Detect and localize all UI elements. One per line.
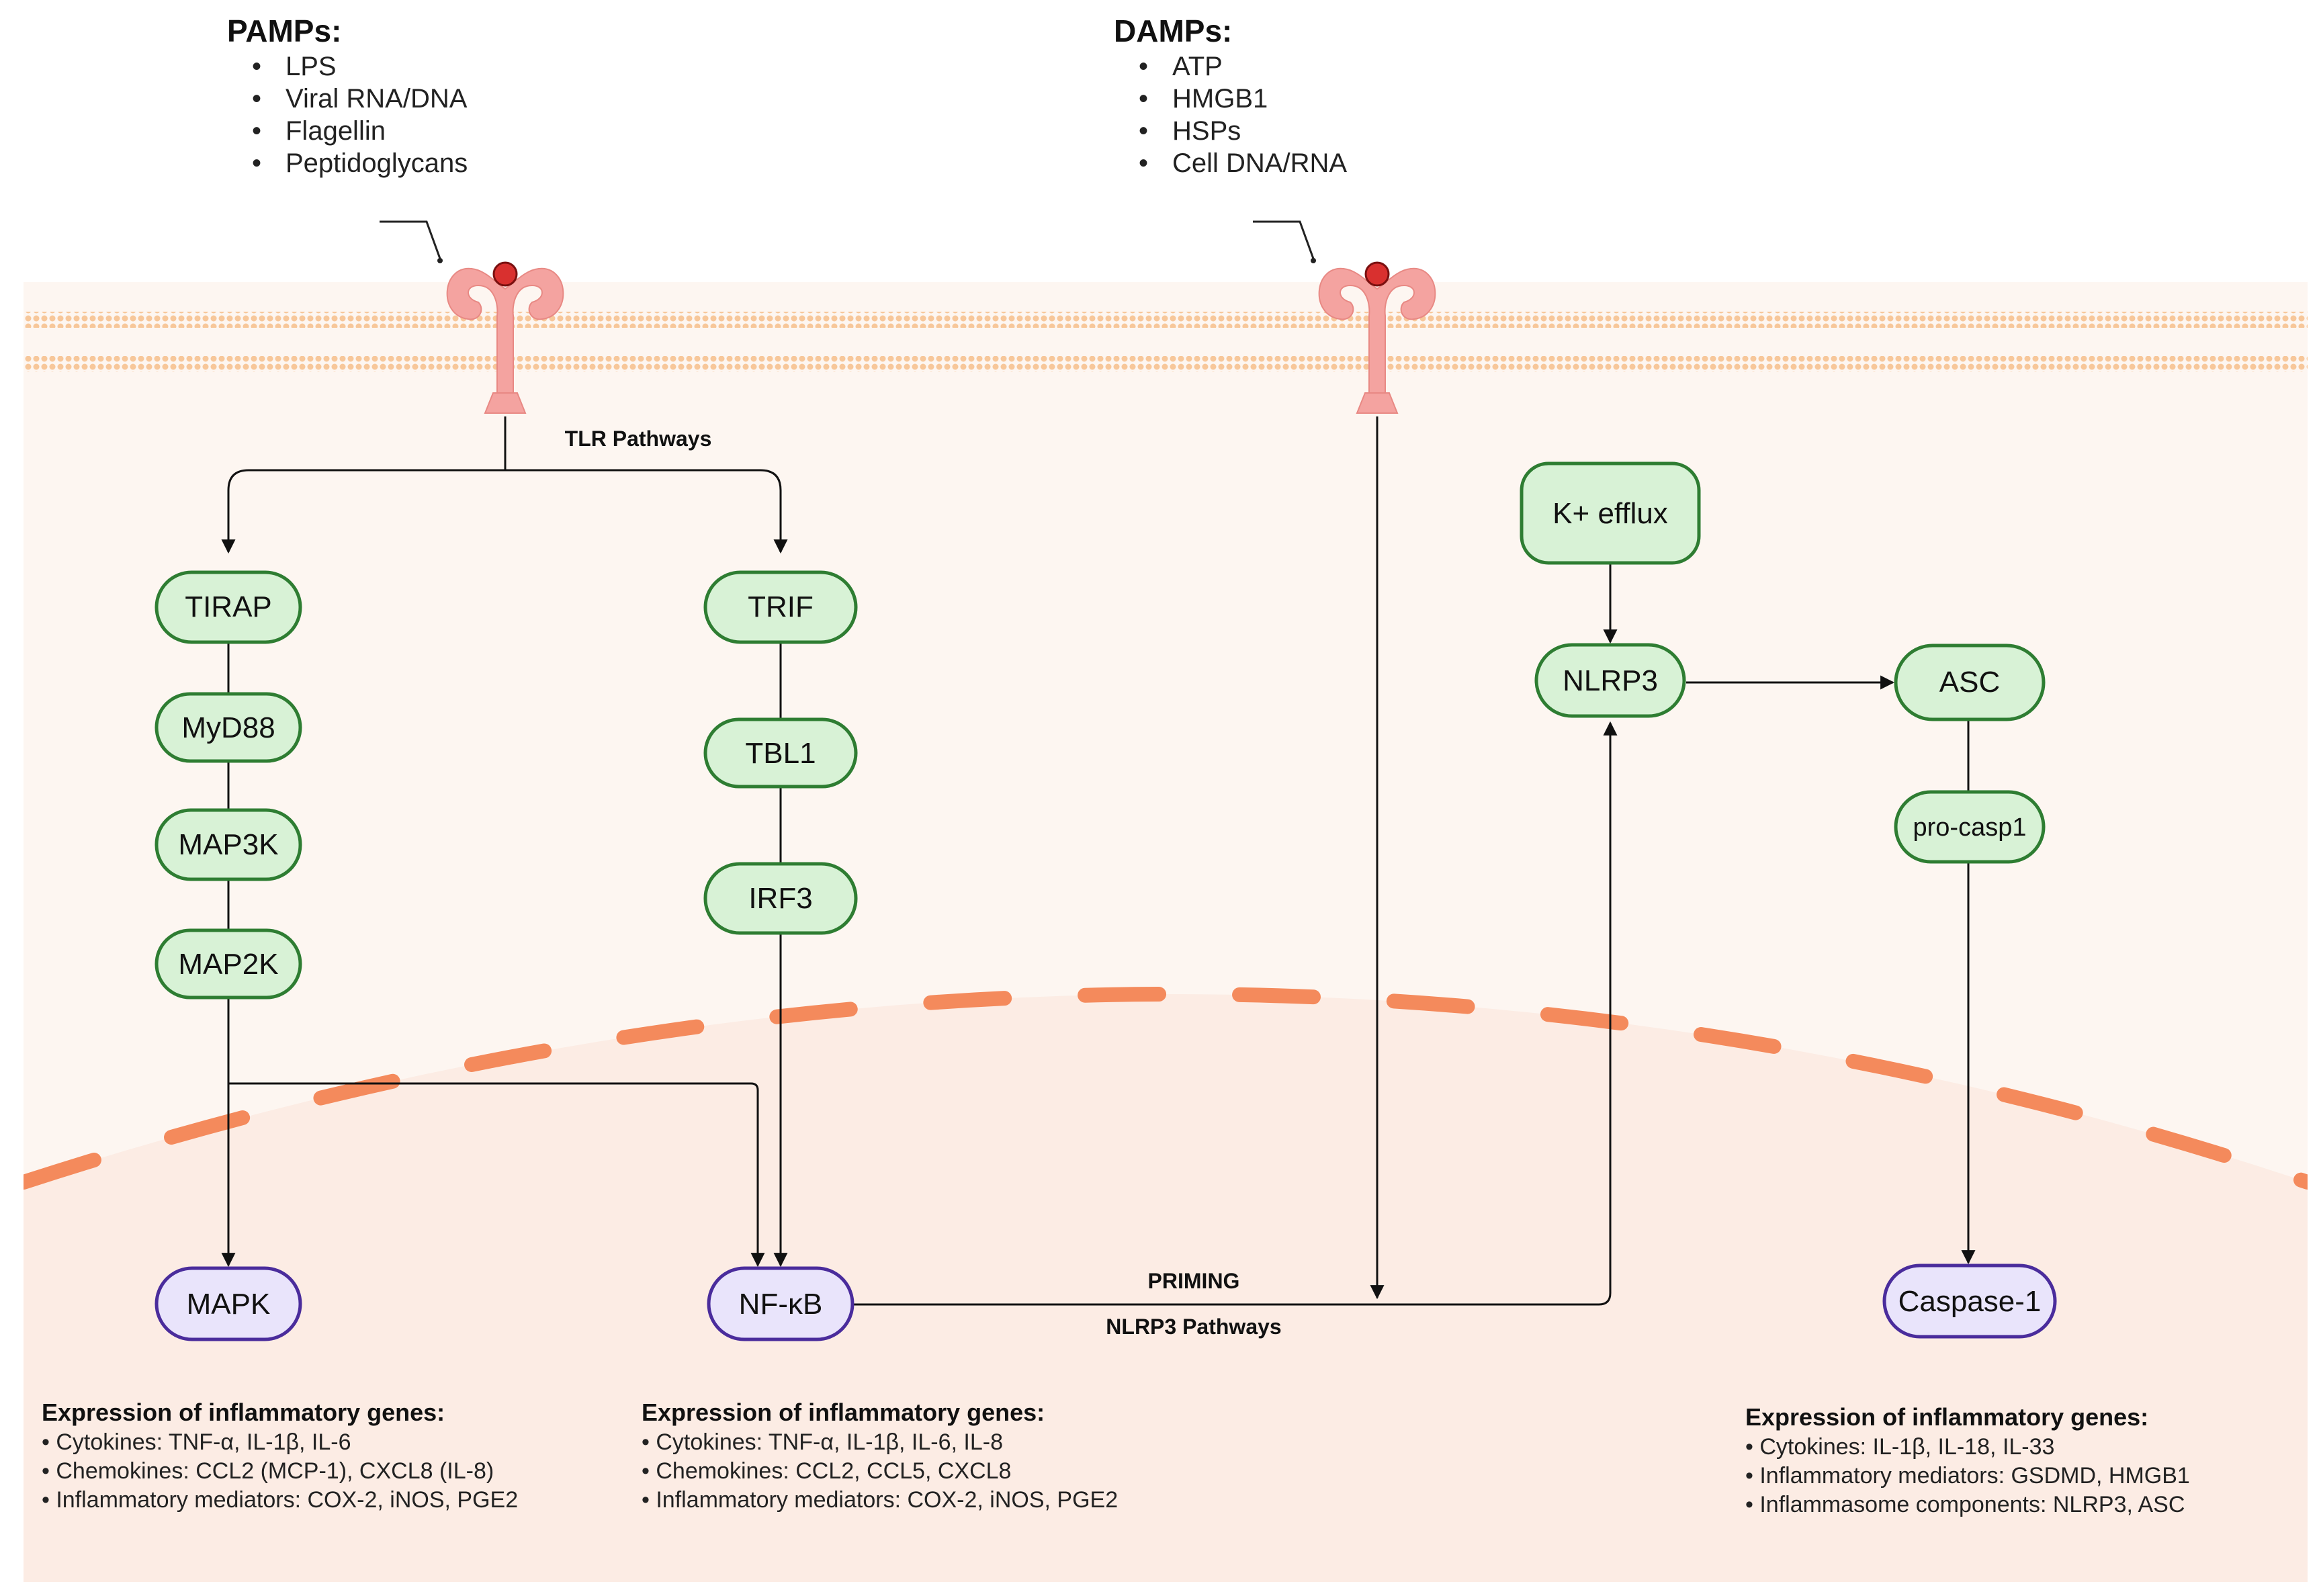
pamps-item: Flagellin	[286, 116, 386, 146]
node-tbl1: TBL1	[703, 717, 858, 789]
tlr-pathways-label: TLR Pathways	[565, 427, 712, 451]
svg-text:MyD88: MyD88	[181, 711, 275, 744]
svg-text:NLRP3: NLRP3	[1563, 664, 1658, 697]
pamps-pointer	[380, 220, 441, 259]
connectors	[221, 416, 1976, 1306]
svg-text:ASC: ASC	[1939, 666, 2000, 699]
node-nfkb: NF-κB	[707, 1266, 855, 1341]
svg-text:IRF3: IRF3	[748, 882, 812, 915]
plasma-membrane	[24, 312, 2308, 372]
expression-item: • Cytokines: TNF-α, IL-1β, IL-6	[42, 1429, 351, 1455]
svg-text:•: •	[1139, 148, 1148, 178]
node-tirap: TIRAP	[155, 570, 302, 644]
damps-block: DAMPs: • ATP • HMGB1 • HSPs • Cell DNA/R…	[1114, 13, 1347, 178]
svg-text:TBL1: TBL1	[745, 737, 816, 770]
damps-item: ATP	[1172, 52, 1223, 81]
expression-title: Expression of inflammatory genes:	[642, 1399, 1045, 1426]
svg-text:MAP2K: MAP2K	[178, 948, 278, 981]
damp-receptor-icon	[1318, 261, 1436, 414]
node-myd88: MyD88	[155, 692, 302, 763]
svg-text:MAP3K: MAP3K	[178, 828, 278, 861]
node-caspase1: Caspase-1	[1882, 1264, 2057, 1339]
expression-item: • Inflammatory mediators: COX-2, iNOS, P…	[642, 1487, 1118, 1513]
svg-text:TRIF: TRIF	[748, 590, 814, 623]
node-irf3: IRF3	[703, 862, 858, 935]
pamps-item: LPS	[286, 52, 337, 81]
node-trif: TRIF	[703, 570, 858, 644]
expression-title: Expression of inflammatory genes:	[42, 1399, 445, 1426]
node-asc: ASC	[1894, 644, 2046, 721]
map2k-to-nfkb-arrow	[228, 1082, 765, 1268]
node-map3k: MAP3K	[155, 808, 302, 881]
nlrp3-pathways-label: NLRP3 Pathways	[1106, 1315, 1281, 1339]
pamps-block: PAMPs: • LPS • Viral RNA/DNA • Flagellin…	[227, 13, 468, 178]
tlr-receptor-icon	[446, 261, 564, 414]
svg-text:MAPK: MAPK	[187, 1288, 271, 1321]
pamps-item: Peptidoglycans	[286, 148, 468, 178]
expression-item: • Inflammasome components: NLRP3, ASC	[1745, 1492, 2185, 1517]
node-k-efflux: K+ efflux	[1520, 461, 1701, 565]
svg-text:TIRAP: TIRAP	[185, 590, 272, 623]
damps-item: HMGB1	[1172, 84, 1268, 114]
node-pro-casp1: pro-casp1	[1894, 790, 2046, 864]
svg-text:•: •	[1139, 52, 1148, 81]
pamps-item: Viral RNA/DNA	[286, 84, 468, 114]
svg-text:•: •	[252, 116, 261, 146]
node-map2k: MAP2K	[155, 928, 302, 1000]
expression-item: • Chemokines: CCL2, CCL5, CXCL8	[642, 1458, 1011, 1484]
pamps-title: PAMPs:	[227, 13, 341, 48]
expression-right: Expression of inflammatory genes: • Cyto…	[1745, 1403, 2190, 1517]
svg-text:•: •	[252, 148, 261, 178]
priming-arrow	[850, 721, 1618, 1306]
nucleus	[24, 994, 2308, 1582]
damps-item: HSPs	[1172, 116, 1241, 146]
svg-text:Caspase-1: Caspase-1	[1898, 1285, 2042, 1318]
svg-text:•: •	[1139, 116, 1148, 146]
expression-item: • Cytokines: IL-1β, IL-18, IL-33	[1745, 1434, 2054, 1460]
expression-left: Expression of inflammatory genes: • Cyto…	[42, 1399, 518, 1513]
svg-text:•: •	[252, 52, 261, 81]
priming-label: PRIMING	[1148, 1269, 1240, 1293]
svg-text:•: •	[252, 84, 261, 114]
expression-middle: Expression of inflammatory genes: • Cyto…	[642, 1399, 1118, 1513]
tlr-to-tirap-arrow	[221, 469, 505, 554]
node-nlrp3: NLRP3	[1534, 643, 1686, 718]
svg-text:NF-κB: NF-κB	[739, 1288, 823, 1321]
svg-text:K+ efflux: K+ efflux	[1552, 497, 1668, 530]
expression-item: • Inflammatory mediators: GSDMD, HMGB1	[1745, 1463, 2190, 1489]
svg-text:pro-casp1: pro-casp1	[1913, 813, 2027, 842]
damps-item: Cell DNA/RNA	[1172, 148, 1347, 178]
node-mapk: MAPK	[155, 1266, 302, 1341]
expression-item: • Inflammatory mediators: COX-2, iNOS, P…	[42, 1487, 518, 1513]
expression-item: • Chemokines: CCL2 (MCP-1), CXCL8 (IL-8)	[42, 1458, 494, 1484]
damps-pointer	[1253, 220, 1315, 259]
damps-title: DAMPs:	[1114, 13, 1232, 48]
expression-item: • Cytokines: TNF-α, IL-1β, IL-6, IL-8	[642, 1429, 1003, 1455]
tlr-to-trif-arrow	[505, 469, 788, 554]
svg-text:•: •	[1139, 84, 1148, 114]
expression-title: Expression of inflammatory genes:	[1745, 1403, 2148, 1431]
